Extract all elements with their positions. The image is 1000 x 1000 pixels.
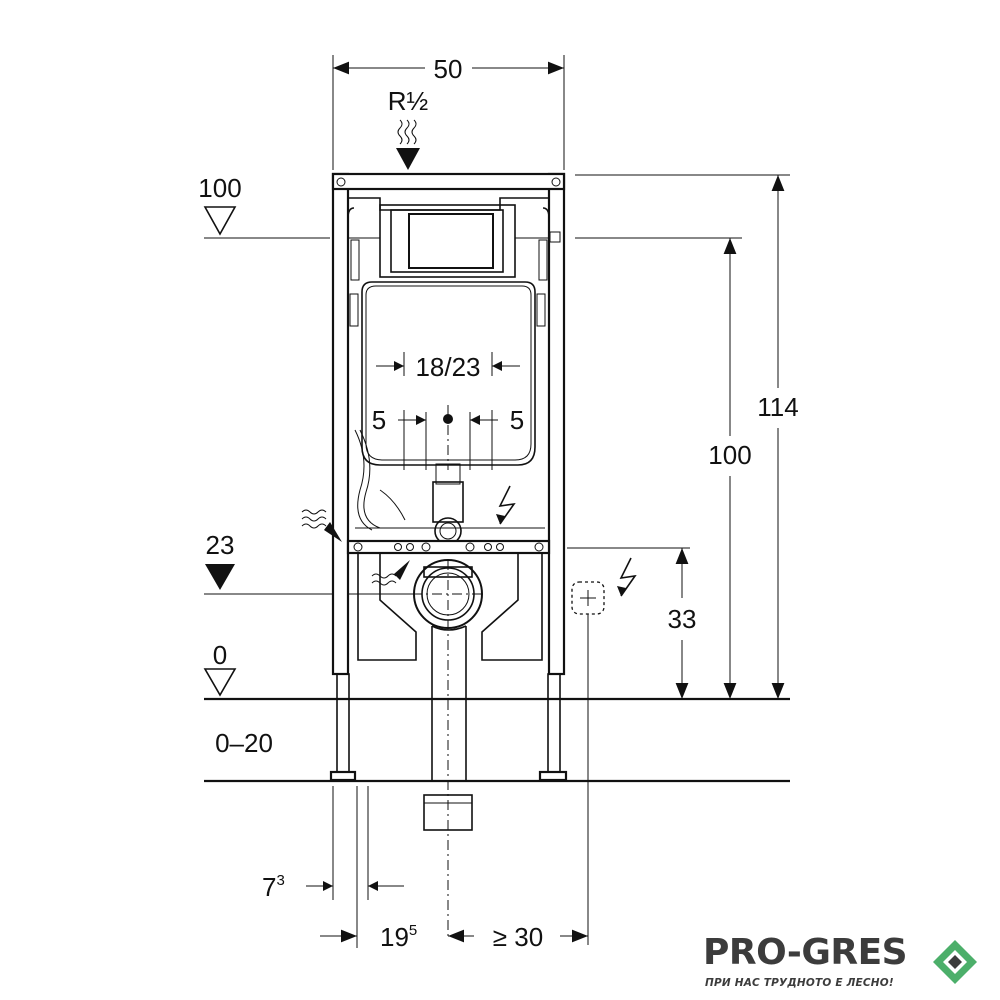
spacing-18-23-label: 18/23 [415,352,480,382]
floor-range-label: 0–20 [215,728,273,758]
frame [329,172,568,831]
socket-icon [571,581,605,945]
offset-right-5-label: 5 [510,405,524,435]
brand-name: PRO-GRES [703,932,908,973]
water-connection-icon [371,560,410,586]
level-marker-23-icon [205,564,235,590]
water-inlet-icon [396,119,420,170]
water-connection-icon [301,509,342,542]
drain-offset-base: 19 [380,922,409,952]
level-23-label: 23 [206,530,235,560]
water-inlet-label: R½ [388,86,428,116]
socket-distance-label: ≥ 30 [493,922,543,952]
drain-offset-label: 195 [380,922,417,952]
lightning-icon [617,557,637,597]
frame-width-label: 50 [434,54,463,84]
brand-logo: PRO-GRES ПРИ НАС ТРУДНОТО Е ЛЕСНО! [703,931,993,997]
offset-left-5-label: 5 [372,405,386,435]
lightning-icon [496,485,516,525]
diamond-logo-icon [933,940,977,984]
level-0-label: 0 [213,640,227,670]
height-114-label: 114 [757,392,798,422]
floor-lines [204,174,790,783]
height-100-label: 100 [708,440,751,470]
drain-offset-sup: 5 [409,922,417,939]
leg-offset-label: 73 [262,872,285,902]
height-33-label: 33 [668,604,697,634]
level-marker-100-icon [203,206,237,236]
centre-lines [412,405,484,940]
brand-tagline: ПРИ НАС ТРУДНОТО Е ЛЕСНО! [705,977,894,989]
level-100-label: 100 [198,173,241,203]
flush-centre-point [443,414,453,424]
dimension-lines [306,55,785,948]
leg-offset-sup: 3 [276,872,284,889]
level-marker-0-icon [203,668,237,697]
leg-offset-base: 7 [262,872,276,902]
